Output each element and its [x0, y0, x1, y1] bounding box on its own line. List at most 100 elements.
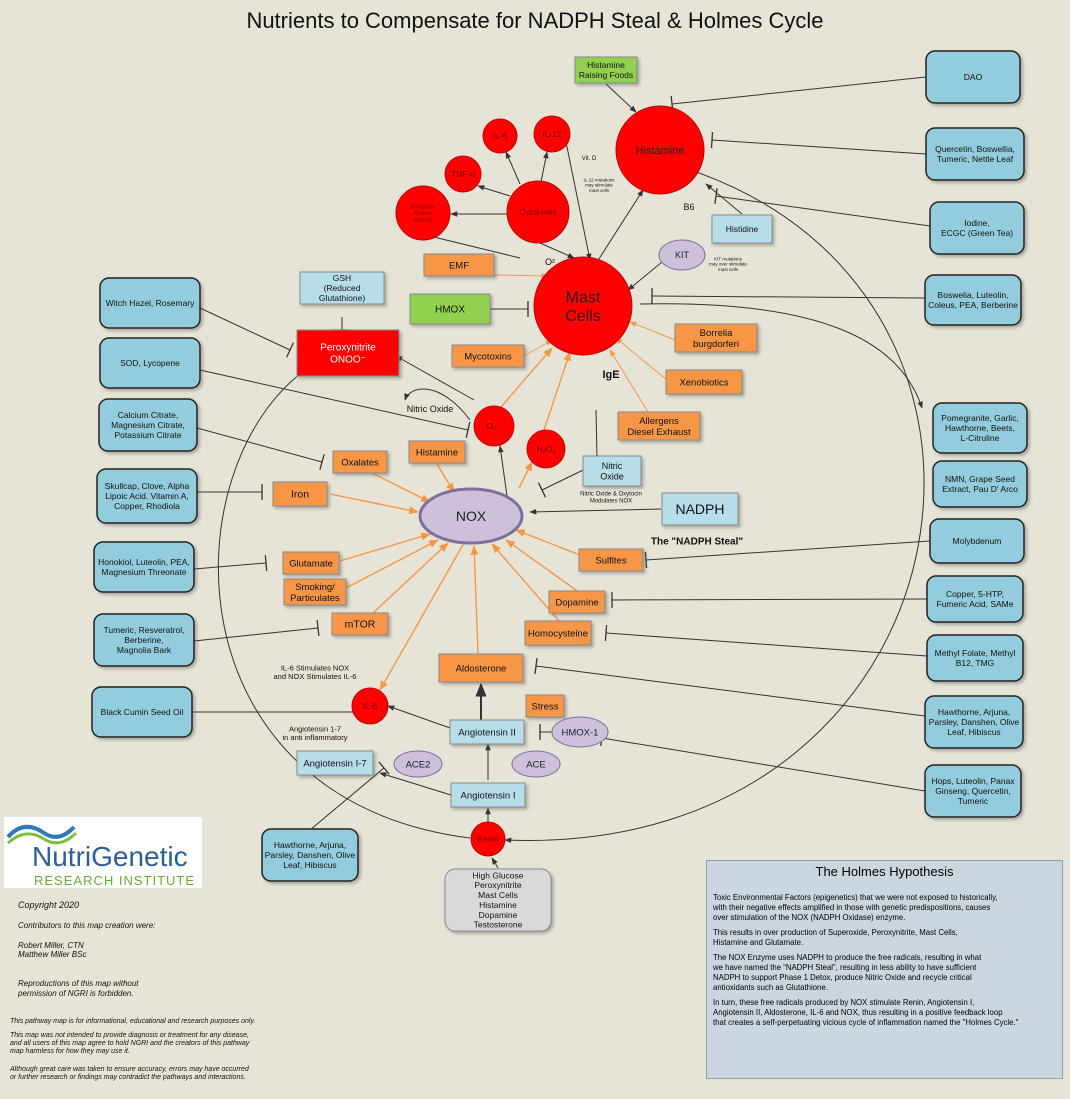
stress-box	[525, 694, 565, 718]
il6-bot-node: IL-6	[351, 687, 389, 725]
hmox1-label: HMOX-1	[562, 727, 599, 738]
contributors-label: Contributors to this map creation were:	[18, 921, 156, 930]
inhibit-edge	[671, 76, 927, 105]
inhibit-edge	[715, 195, 931, 227]
hmox-label: HMOX	[435, 305, 465, 316]
nadph-label: NADPH	[675, 501, 724, 517]
inhibit-edge	[193, 562, 267, 570]
nitric-oxide-loop	[404, 388, 471, 421]
oxalates-box	[332, 450, 388, 474]
holmes-cycle-right	[504, 151, 925, 844]
nfkb-circle	[395, 185, 451, 241]
inhibit-edge	[199, 307, 291, 351]
renin-label: Renin	[478, 835, 499, 844]
oxalates-node: Oxalates	[332, 450, 388, 474]
il6-bot-circle	[351, 687, 389, 725]
sulfites-node: Sulfites	[578, 548, 644, 572]
emf-node: EMF	[423, 253, 495, 277]
edge	[470, 545, 479, 654]
n-honokiol-label: Honokiol, Luteolin, PEA,Magnesium Threon…	[98, 557, 190, 577]
ace-label: ACE	[526, 759, 546, 770]
o2minus-node: O₂⁻	[473, 405, 515, 447]
edge	[627, 261, 663, 291]
h2o2-circle	[526, 429, 566, 469]
cytokines-label: Cytokines	[519, 207, 556, 217]
ace-node: ACE	[511, 750, 561, 778]
ngri-logo-swoosh-icon	[6, 825, 78, 845]
edge	[529, 508, 662, 515]
edge	[345, 539, 439, 589]
il12-label: IL-12	[542, 129, 562, 139]
n-sod-node: SOD, Lycopene	[99, 337, 201, 389]
n-hawthorn-r-label: Hawthorne, Arjuna,Parsley, Danshen, Oliv…	[929, 707, 1020, 737]
edge	[379, 772, 452, 796]
edge	[505, 539, 581, 594]
edge	[543, 351, 571, 431]
inhibit-bar	[537, 482, 547, 498]
inhibit-edge	[535, 665, 926, 717]
edge	[705, 183, 743, 215]
n-hawthorn-l-label: Hawthorne, Arjuna,Parsley, Danshen, Oliv…	[265, 840, 356, 870]
edge	[477, 185, 511, 197]
ige-label: IgE	[602, 369, 619, 381]
holmes-hypothesis-panel: The Holmes Hypothesis Toxic Environmenta…	[706, 860, 1063, 1079]
holmes-p4: In turn, these free radicals produced by…	[713, 998, 1019, 1027]
homocys-label: Homocysteine	[528, 628, 588, 639]
nox-node: NOX	[418, 487, 524, 545]
n-hops-box	[924, 764, 1022, 818]
glucose-box	[444, 868, 552, 932]
n-molyb-label: Molybdenum	[953, 536, 1002, 546]
edge	[339, 532, 431, 562]
edge	[436, 463, 455, 493]
n-tumeric-node: Tumeric, Resveratrol,Berberine,Magnolia …	[93, 613, 195, 667]
n-sod-box	[99, 337, 201, 389]
sulfites-label: Sulfites	[595, 555, 626, 566]
o2minus-circle	[473, 405, 515, 447]
nadph-box	[661, 492, 739, 526]
edge	[596, 189, 644, 263]
nox-ellipse	[418, 487, 524, 545]
il12-circle	[533, 115, 571, 153]
histamine-o-node: Histamine	[408, 440, 466, 464]
il6-top-circle	[482, 118, 518, 154]
perox-box	[296, 329, 400, 377]
o2-node: O²	[545, 257, 555, 267]
inhibit-bar	[286, 342, 294, 358]
renin-node: Renin	[470, 821, 506, 857]
inhibit-edge	[196, 427, 323, 463]
n-nmn-box	[932, 460, 1028, 508]
holmes-p3: The NOX Enzyme uses NADPH to produce the…	[713, 953, 982, 992]
n-skullcap-box	[96, 468, 198, 524]
oxalates-label: Oxalates	[341, 457, 379, 468]
ang1-node: Angiotensin I	[450, 782, 526, 808]
n-boswelia-node: Boswelia, Luteolin,Coleus, PEA, Berberin…	[924, 274, 1022, 326]
n-quercetin-node: Quercetin, Boswellia,Tumeric, Nettle Lea…	[925, 127, 1025, 181]
inhibit-bar	[319, 454, 325, 470]
n-hawthorn-r-node: Hawthorne, Arjuna,Parsley, Danshen, Oliv…	[924, 695, 1024, 749]
n-boswelia-label: Boswelia, Luteolin,Coleus, PEA, Berberin…	[928, 290, 1018, 310]
inhibit-bar	[264, 554, 268, 572]
glutamate-box	[282, 551, 340, 575]
edge	[395, 355, 475, 401]
n-pomegranite-label: Pomegranite, Garlic,Hawthorne, Beets,L-C…	[941, 413, 1018, 443]
il12-node: IL-12	[533, 115, 571, 153]
inhibit-bar	[710, 131, 714, 149]
edge	[373, 473, 431, 503]
inhibit-edge	[193, 627, 319, 642]
inhibit-bar	[714, 187, 718, 205]
histidine-box	[711, 214, 773, 244]
n-witch-box	[99, 277, 201, 329]
edge	[505, 151, 521, 185]
